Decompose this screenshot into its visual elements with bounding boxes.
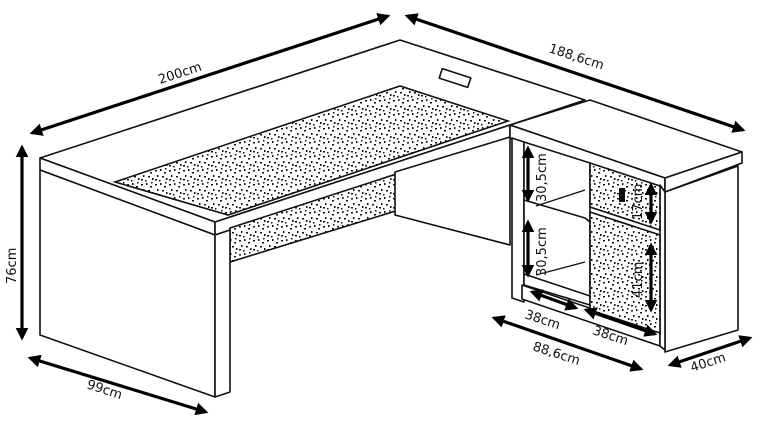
- dimension-lines: [15, 13, 753, 416]
- dim-arrow-200: [29, 13, 391, 136]
- desk-main: [39, 39, 586, 398]
- cabinet-left-post: [511, 137, 525, 303]
- label-cabinet-width: 88,6cm: [531, 340, 582, 369]
- label-width-return: 188,6cm: [547, 42, 606, 74]
- dim-arrow-38-door: [583, 307, 658, 337]
- shelf-2: [523, 273, 591, 297]
- label-drawer-height: 17cm: [631, 184, 646, 220]
- dim-arrow-99: [27, 354, 209, 416]
- label-cabinet-depth: 40cm: [689, 350, 728, 376]
- dim-arrow-88: [491, 315, 644, 372]
- cabinet-top-side-edge: [664, 151, 743, 193]
- label-shelf-height-top: 30,5cm: [535, 153, 550, 202]
- dim-arrow-38-shelf: [529, 289, 579, 311]
- door-front: [589, 210, 661, 335]
- dim-arrow-188: [404, 13, 746, 133]
- desk-back-panel: [394, 136, 511, 246]
- shelf-1: [523, 199, 591, 223]
- label-height: 76cm: [5, 248, 20, 284]
- label-door-height: 41cm: [631, 262, 646, 298]
- dim-arrow-40: [667, 335, 753, 368]
- desk-leg-edge: [214, 229, 231, 398]
- leader-line: [535, 189, 586, 207]
- cabinet-open-shelves: [523, 141, 591, 306]
- leader-line: [535, 261, 586, 276]
- cabinet-side-panel: [664, 165, 739, 353]
- label-shelf-height-bottom: 30,5cm: [535, 227, 550, 276]
- lock-icon: [619, 188, 625, 202]
